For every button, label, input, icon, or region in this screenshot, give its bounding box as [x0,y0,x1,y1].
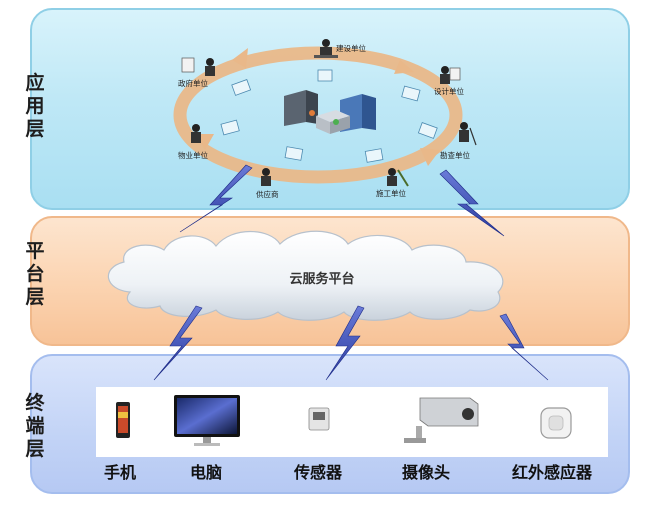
central-buildings-icon [284,90,376,134]
cycle-arrowhead [420,148,440,166]
unit-label-jianshe: 建设单位 [336,43,366,53]
cloud-label: 云服务平台 [289,271,354,287]
device-label-infrared: 红外感应器 [512,463,593,482]
property-manager-icon [191,124,201,143]
cycle-arrowhead [394,60,414,74]
monitor-icon [174,395,240,446]
application-layer-label: 应 用 层 [25,72,45,140]
cycle-ring [173,46,463,184]
infrared-sensor-icon [540,407,572,439]
lightning-icon [499,313,549,381]
device-label-phone: 手机 [104,463,137,482]
cloud-platform-icon [107,230,504,321]
camera-icon [404,397,479,443]
platform-layer-label: 平 台 层 [25,240,45,308]
drafter-icon [440,66,461,84]
lightning-icon [439,169,505,237]
lightning-icon [153,305,203,381]
device-label-computer: 电脑 [190,463,223,482]
surveyor-icon [459,122,477,146]
construction-worker-icon [387,168,409,187]
device-label-sensor: 传感器 [294,463,343,482]
smartphone-icon [116,402,130,438]
unit-label-gongying: 供应商 [256,189,279,199]
unit-label-zhengfu: 政府单位 [178,78,208,88]
device-label-camera: 摄像头 [402,463,451,482]
person-at-desk-icon [314,39,338,58]
unit-label-wuye: 物业单位 [178,150,208,160]
lightning-icon [179,164,253,233]
terminal-layer-label: 终 端 层 [25,392,45,460]
lightning-icon [325,305,365,381]
cycle-arrowhead [232,48,248,68]
supplier-icon [261,168,271,186]
unit-label-kancha: 勘查单位 [440,150,470,160]
unit-label-shigong: 施工单位 [376,188,406,198]
government-official-icon [181,57,215,76]
unit-label-sheji: 设计单位 [434,86,464,96]
sensor-icon [308,407,330,431]
document-chips [220,69,438,163]
